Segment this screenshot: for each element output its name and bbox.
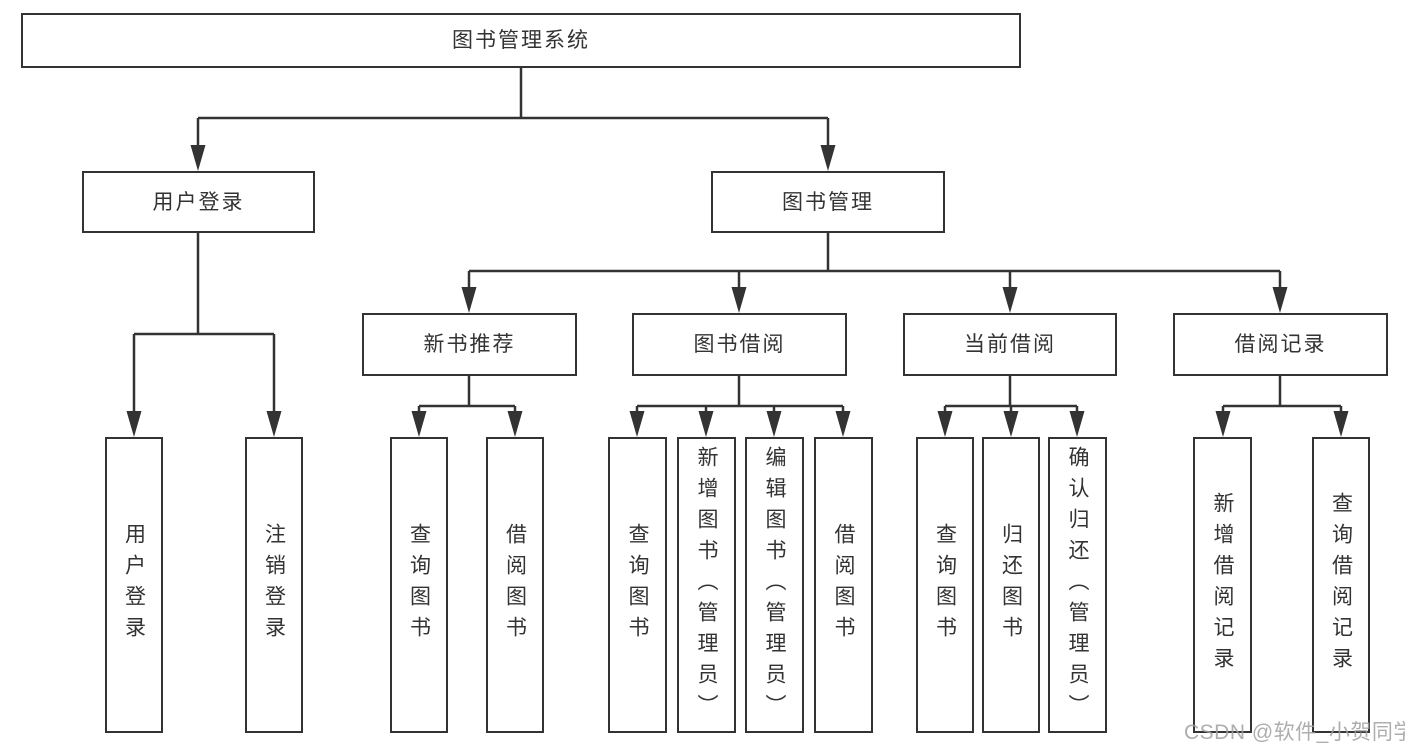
leaf-logout: 注销登录 xyxy=(245,437,303,733)
arrowheads xyxy=(126,145,1349,437)
leaf-nb-query-book: 查询图书 xyxy=(390,437,448,733)
node-book-management: 图书管理 xyxy=(711,171,945,233)
leaf-cb-query-book: 查询图书 xyxy=(916,437,974,733)
leaf-bb-edit-book-admin: 编辑图书（管理员） xyxy=(745,437,804,733)
node-book-borrow: 图书借阅 xyxy=(632,313,847,376)
leaf-user-login: 用户登录 xyxy=(105,437,163,733)
node-library-management-system: 图书管理系统 xyxy=(21,13,1021,68)
leaf-br-add-record: 新增借阅记录 xyxy=(1193,437,1252,733)
leaf-bb-borrow-book: 借阅图书 xyxy=(814,437,873,733)
node-current-borrow: 当前借阅 xyxy=(903,313,1117,376)
leaf-br-query-record: 查询借阅记录 xyxy=(1312,437,1370,733)
csdn-watermark: CSDN @软件_小贺同学 xyxy=(1184,721,1405,744)
leaf-bb-add-book-admin: 新增图书（管理员） xyxy=(677,437,736,733)
node-new-book-recommend: 新书推荐 xyxy=(362,313,577,376)
node-user-login: 用户登录 xyxy=(82,171,315,233)
leaf-cb-confirm-return-admin: 确认归还（管理员） xyxy=(1048,437,1107,733)
leaf-bb-query-book: 查询图书 xyxy=(608,437,667,733)
node-borrow-record: 借阅记录 xyxy=(1173,313,1388,376)
leaf-nb-borrow-book: 借阅图书 xyxy=(486,437,544,733)
leaf-cb-return-book: 归还图书 xyxy=(982,437,1040,733)
